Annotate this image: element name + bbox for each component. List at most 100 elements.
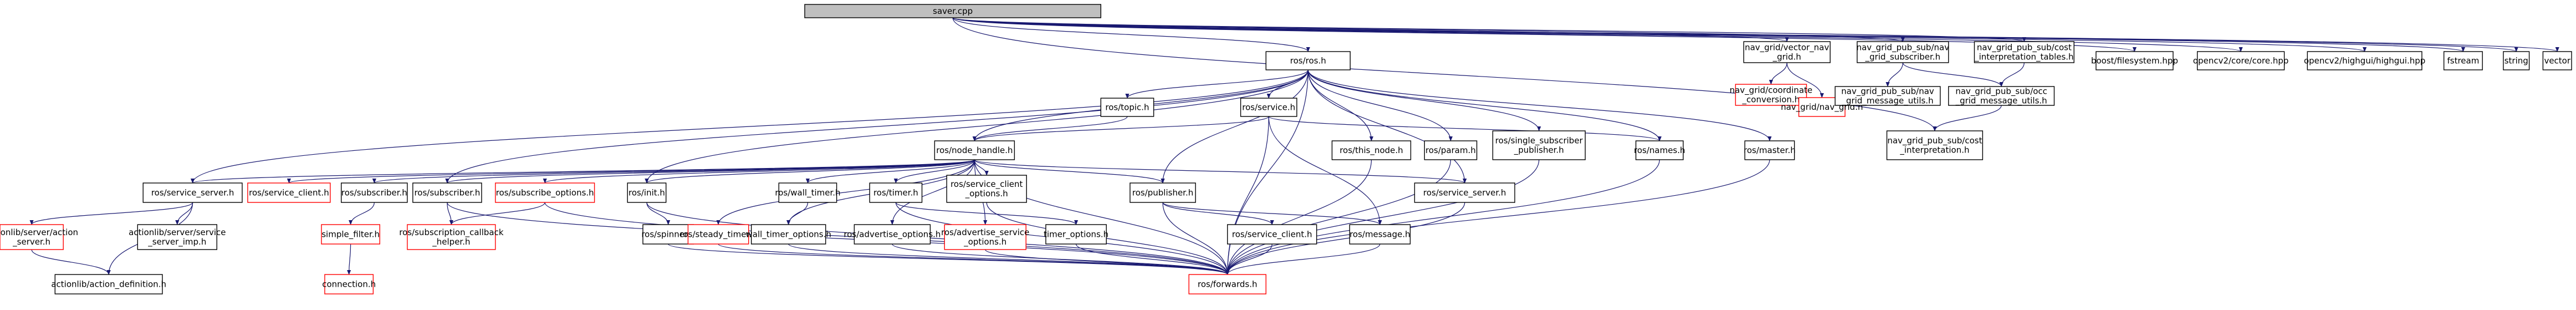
node-ros-advertise-options[interactable]: ros/advertise_options.h	[844, 224, 941, 245]
edge-saver-to-vector	[952, 17, 2559, 52]
node-ros-this-node[interactable]: ros/this_node.h	[1331, 140, 1412, 160]
node-ros-service-client-opt[interactable]: ros/service_client_options.h	[946, 175, 1027, 203]
node-sub-cb-helper[interactable]: ros/subscription_callback_helper.h	[399, 224, 504, 250]
edge-nav-vec-to-nav-coord	[1769, 62, 1787, 85]
node-ros-subscriber-a[interactable]: ros/subscriber.h	[341, 182, 408, 203]
node-al-action-def[interactable]: actionlib/action_definition.h	[51, 274, 166, 294]
node-ros-service-client-b[interactable]: ros/service_client.h	[1227, 224, 1317, 245]
node-label: string	[2505, 55, 2528, 65]
edge-ros-service-server-l-to-al-server-imp	[175, 202, 193, 225]
node-box	[1349, 224, 1411, 245]
node-label: actionlib/action_definition.h	[51, 279, 166, 289]
node-label: fstream	[2447, 55, 2479, 65]
node-label: ros/spinner.h	[641, 229, 695, 239]
edge-ros-h-to-ros-init	[645, 69, 1309, 184]
edge-ros-publisher-to-ros-service-client-b	[1162, 202, 1274, 225]
edge-ros-wall-timer-to-wall-timer-options	[786, 202, 809, 225]
edge-ros-h-to-ros-topic	[1125, 69, 1309, 99]
edge-nav-sub-to-nav-occ-utils	[1902, 62, 2003, 87]
node-box	[1635, 140, 1684, 160]
node-label: ros/names.h	[1634, 145, 1685, 155]
node-fstream[interactable]: fstream	[2443, 51, 2483, 70]
node-ros-param[interactable]: ros/param.h	[1424, 140, 1478, 160]
node-ros-timer[interactable]: ros/timer.h	[869, 182, 923, 203]
node-box	[1743, 41, 1831, 63]
node-ros-names[interactable]: ros/names.h	[1634, 140, 1685, 160]
node-opencv-hg[interactable]: opencv2/highgui/highgui.hpp	[2304, 51, 2425, 70]
node-box	[407, 224, 496, 250]
node-ros-publisher[interactable]: ros/publisher.h	[1129, 182, 1196, 203]
edge-saver-to-opencv-core	[952, 17, 2243, 52]
edge-simple-filter-to-connection	[347, 243, 351, 275]
edge-ros-h-to-ros-service-server-r	[1307, 69, 1467, 184]
node-ros-message[interactable]: ros/message.h	[1349, 224, 1411, 245]
node-vector[interactable]: vector	[2542, 51, 2572, 70]
node-ros-service[interactable]: ros/service.h	[1240, 98, 1297, 117]
node-al-server[interactable]: actionlib/server/action_server.h	[0, 224, 78, 250]
node-label: ros/service_client	[950, 179, 1023, 190]
edge-ros-init-to-ros-spinner	[646, 202, 671, 225]
node-ros-wall-timer[interactable]: ros/wall_timer.h	[775, 182, 841, 203]
edge-ros-h-to-ros-names	[1307, 69, 1662, 141]
node-ros-service-server-l[interactable]: ros/service_server.h	[142, 182, 243, 203]
node-al-server-imp[interactable]: actionlib/server/service_server_imp.h	[129, 224, 226, 250]
edge-ros-subscriber-b-to-ros-forwards	[447, 202, 1230, 275]
node-label: _helper.h	[432, 237, 470, 247]
edge-ros-message-to-ros-forwards	[1225, 243, 1381, 275]
edge-ros-spinner-to-ros-forwards	[668, 243, 1230, 275]
node-ros-node-handle[interactable]: ros/node_handle.h	[934, 140, 1015, 160]
edge-saver-to-ros-h	[952, 17, 1310, 52]
edge-saver-to-nav-vec	[952, 17, 1789, 42]
node-ros-service-client-r[interactable]: ros/service_client.h	[247, 182, 331, 203]
node-label: timer_options.h	[1044, 229, 1108, 240]
node-nav-occ-utils[interactable]: nav_grid_pub_sub/occ_grid_message_utils.…	[1948, 86, 2055, 106]
node-label: _conversion.h	[1742, 94, 1800, 105]
edge-saver-to-opencv-hg	[952, 17, 2367, 52]
node-box	[946, 175, 1027, 203]
node-ros-single-pub[interactable]: ros/single_subscriber_publisher.h	[1492, 130, 1586, 160]
edge-ros-service-client-opt-to-ros-forwards	[986, 202, 1230, 275]
node-box	[1188, 274, 1266, 294]
node-timer-options[interactable]: timer_options.h	[1044, 224, 1108, 245]
node-ros-service-server-r[interactable]: ros/service_server.h	[1414, 182, 1515, 203]
edge-ros-h-to-ros-this-node	[1307, 69, 1374, 141]
node-ros-adv-srv-opt[interactable]: ros/advertise_service_options.h	[941, 224, 1029, 250]
node-wall-timer-options[interactable]: wall_timer_options.h	[746, 224, 831, 245]
node-ros-h[interactable]: ros/ros.h	[1265, 51, 1351, 70]
node-label: ros/service_client.h	[249, 187, 329, 198]
edge-nav-cost-tables-to-nav-occ-utils	[1999, 62, 2025, 87]
node-connection[interactable]: connection.h	[322, 274, 376, 294]
node-box	[1948, 86, 2055, 106]
node-ros-forwards[interactable]: ros/forwards.h	[1188, 274, 1266, 294]
node-nav-cost-tables[interactable]: nav_grid_pub_sub/cost_interpretation_tab…	[1974, 41, 2074, 63]
node-label: ros/init.h	[628, 187, 665, 197]
node-saver[interactable]: saver.cpp	[804, 4, 1102, 18]
node-ros-init[interactable]: ros/init.h	[627, 182, 667, 203]
node-label: ros/topic.h	[1105, 102, 1149, 112]
node-nav-cost-interp[interactable]: nav_grid_pub_sub/cost_interpretation.h	[1886, 130, 1984, 160]
node-string[interactable]: string	[2503, 51, 2530, 70]
node-ros-steady-timer[interactable]: ros/steady_timer.h	[680, 224, 757, 245]
node-nav-msg-utils[interactable]: nav_grid_pub_sub/nav_grid_message_utils.…	[1834, 86, 1941, 106]
node-ros-topic[interactable]: ros/topic.h	[1100, 98, 1154, 117]
edge-ros-single-pub-to-ros-forwards	[1225, 159, 1540, 275]
node-opencv-core[interactable]: opencv2/core/core.hpp	[2193, 51, 2289, 70]
node-box	[1331, 140, 1412, 160]
node-label: ros/forwards.h	[1198, 279, 1257, 289]
edge-ros-names-to-ros-forwards	[1225, 159, 1660, 275]
node-label: ros/subscriber.h	[341, 187, 407, 197]
node-boost-fs[interactable]: boost/filesystem.hpp	[2091, 51, 2178, 70]
node-ros-spinner[interactable]: ros/spinner.h	[641, 224, 695, 245]
node-ros-subscriber-b[interactable]: ros/subscriber.h	[412, 182, 482, 203]
node-simple-filter[interactable]: simple_filter.h	[321, 224, 380, 245]
node-nav-vec[interactable]: nav_grid/vector_nav_grid.h	[1743, 41, 1831, 63]
node-label: ros/service_server.h	[1423, 187, 1506, 198]
edge-nav-occ-utils-to-nav-cost-interp	[1933, 105, 2002, 131]
edge-ros-this-node-to-ros-forwards	[1225, 159, 1372, 275]
node-ros-subscribe-options[interactable]: ros/subscribe_options.h	[495, 182, 595, 203]
node-box	[1735, 84, 1807, 106]
node-nav-coord[interactable]: nav_grid/coordinate_conversion.h	[1730, 84, 1813, 106]
node-nav-sub[interactable]: nav_grid_pub_sub/nav_grid_subscriber.h	[1857, 41, 1950, 63]
node-ros-master[interactable]: ros/master.h	[1744, 140, 1796, 160]
node-label: actionlib/server/service	[129, 227, 226, 237]
